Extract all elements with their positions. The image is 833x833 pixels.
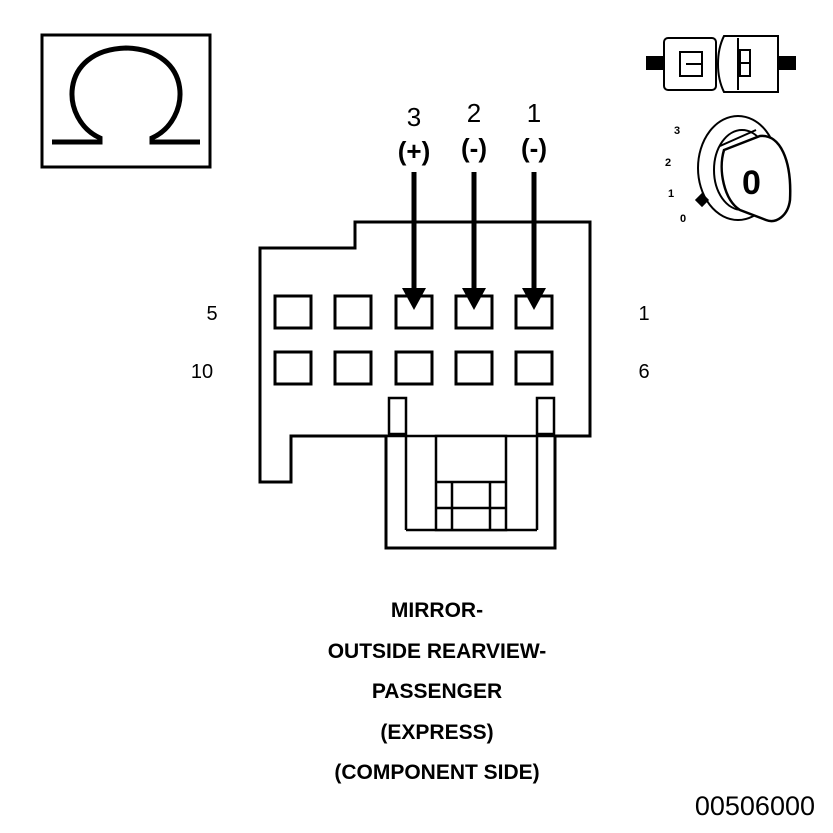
caption-line-2: OUTSIDE REARVIEW- xyxy=(328,640,547,663)
row-label-bottom-left: 10 xyxy=(191,361,213,383)
cavity-9 xyxy=(333,350,373,386)
probe-arrow-pin-1 xyxy=(522,288,546,310)
callout-polarity-2: (-) xyxy=(461,133,487,163)
row-label-bottom-right: 6 xyxy=(638,361,649,383)
cavity-3 xyxy=(394,294,434,330)
ohmmeter-icon xyxy=(40,33,212,169)
probe-arrow-pin-2 xyxy=(462,288,486,310)
key-face-label: 0 xyxy=(742,164,761,202)
probe-arrows xyxy=(402,172,546,310)
row-label-top-left: 5 xyxy=(206,303,217,325)
probe-arrow-pin-3 xyxy=(402,288,426,310)
component-caption: MIRROR- OUTSIDE REARVIEW- PASSENGER (EXP… xyxy=(328,599,547,784)
cavity-4 xyxy=(333,294,373,330)
cavity-8 xyxy=(394,350,434,386)
cavity-6 xyxy=(514,350,554,386)
cavity-10 xyxy=(273,350,313,386)
caption-line-5: (COMPONENT SIDE) xyxy=(334,761,539,784)
key-position-0: 0 xyxy=(680,213,686,225)
cavity-5 xyxy=(273,294,313,330)
disconnected-connector-icon xyxy=(646,35,796,93)
row-label-top-right: 1 xyxy=(638,303,649,325)
callout-pin-number-1: 1 xyxy=(527,98,541,128)
cavity-2 xyxy=(454,294,494,330)
key-position-2: 2 xyxy=(665,157,671,169)
caption-line-4: (EXPRESS) xyxy=(380,721,493,744)
figure-number: 00506000 xyxy=(695,791,815,821)
callout-pin-number-3: 3 xyxy=(407,102,421,132)
caption-line-3: PASSENGER xyxy=(372,680,502,703)
key-position-1: 1 xyxy=(668,188,674,200)
cavity-7 xyxy=(454,350,494,386)
callout-polarity-3: (+) xyxy=(398,136,431,166)
ignition-key-icon: 3 2 1 0 0 xyxy=(665,115,792,225)
callout-polarity-1: (-) xyxy=(521,133,547,163)
key-position-3: 3 xyxy=(674,125,680,137)
callout-pin-number-2: 2 xyxy=(467,98,481,128)
caption-line-1: MIRROR- xyxy=(391,599,483,622)
